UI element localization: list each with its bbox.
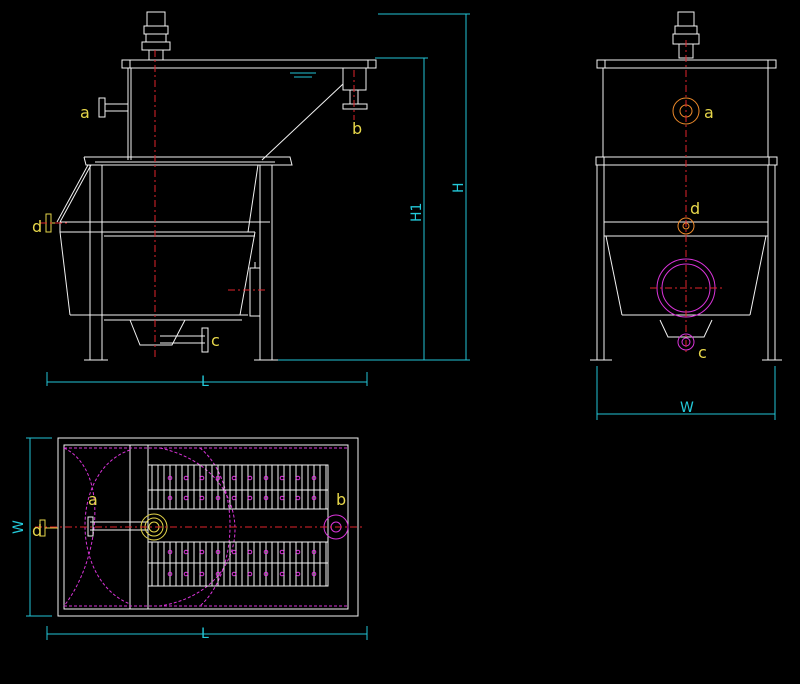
nozzle-dot bbox=[279, 475, 285, 481]
inlet-label-plan: a bbox=[88, 490, 98, 509]
nozzle-dot bbox=[183, 475, 189, 481]
nozzle-dot bbox=[263, 475, 269, 481]
drain-label-side: c bbox=[698, 343, 707, 362]
nozzle-dot bbox=[247, 475, 253, 481]
nozzle-dot bbox=[199, 549, 205, 555]
nozzle-dot bbox=[167, 571, 173, 577]
length-dim-plan: L bbox=[201, 626, 209, 642]
nozzle-dot bbox=[231, 549, 237, 555]
nozzle-dot bbox=[215, 549, 221, 555]
nozzle-dot bbox=[183, 495, 189, 501]
nozzle-dot bbox=[215, 475, 221, 481]
nozzle-dot bbox=[311, 549, 317, 555]
nozzle-dot bbox=[295, 495, 301, 501]
overflow-label-plan: d bbox=[32, 521, 42, 540]
front-elevation-view bbox=[40, 11, 470, 386]
nozzle-dot bbox=[247, 495, 253, 501]
nozzle-dot bbox=[263, 495, 269, 501]
nozzle-dot bbox=[311, 495, 317, 501]
nozzle-dot bbox=[311, 571, 317, 577]
nozzle-dot bbox=[167, 549, 173, 555]
outlet-label-plan: b bbox=[336, 490, 346, 509]
nozzle-dot bbox=[279, 549, 285, 555]
nozzle-dot bbox=[279, 495, 285, 501]
nozzle-dot bbox=[295, 571, 301, 577]
nozzle-dot bbox=[295, 475, 301, 481]
height-dim: H bbox=[451, 182, 467, 193]
nozzle-dot bbox=[279, 571, 285, 577]
nozzle-dot bbox=[263, 571, 269, 577]
nozzle-dot bbox=[215, 495, 221, 501]
nozzle-dot bbox=[231, 495, 237, 501]
side-elevation-view bbox=[590, 11, 782, 420]
nozzle-dot bbox=[199, 571, 205, 577]
overflow-label-front: d bbox=[32, 217, 42, 236]
nozzle-dot bbox=[167, 475, 173, 481]
nozzle-dot bbox=[167, 495, 173, 501]
overflow-label-side: d bbox=[690, 199, 700, 218]
upper-screen bbox=[147, 464, 329, 510]
width-dim-side: W bbox=[680, 400, 694, 416]
motor-front bbox=[141, 11, 171, 61]
nozzle-dot bbox=[263, 549, 269, 555]
inlet-label-front: a bbox=[80, 103, 90, 122]
nozzle-dot bbox=[215, 571, 221, 577]
nozzle-dot bbox=[231, 571, 237, 577]
nozzle-dot bbox=[183, 571, 189, 577]
lower-screen bbox=[147, 541, 329, 587]
outlet-label-front: b bbox=[352, 119, 362, 138]
length-dim-front: L bbox=[201, 374, 209, 390]
nozzle-dot bbox=[295, 549, 301, 555]
width-dim-plan: W bbox=[11, 520, 27, 534]
nozzle-dot bbox=[231, 475, 237, 481]
nozzle-dot bbox=[311, 475, 317, 481]
nozzle-dot bbox=[199, 475, 205, 481]
inlet-label-side: a bbox=[704, 103, 714, 122]
nozzle-dot bbox=[247, 549, 253, 555]
drain-label-front: c bbox=[211, 331, 220, 350]
nozzle-dot bbox=[183, 549, 189, 555]
plan-view bbox=[26, 437, 368, 640]
nozzle-dot bbox=[199, 495, 205, 501]
nozzle-dot bbox=[247, 571, 253, 577]
height1-dim: H1 bbox=[409, 203, 425, 222]
